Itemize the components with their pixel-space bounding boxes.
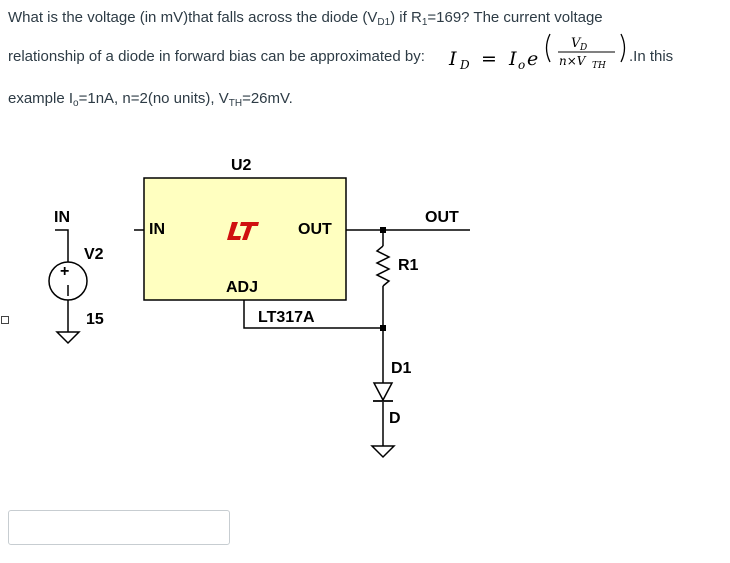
- question-line-1: What is the voltage (in mV)that falls ac…: [8, 9, 603, 28]
- subscript: TH: [228, 98, 243, 109]
- v2-label: V2: [84, 246, 104, 263]
- checkbox[interactable]: [1, 316, 9, 324]
- eq-io: I: [508, 48, 517, 70]
- ground-icon: [55, 331, 81, 345]
- eq-lhs: I: [448, 48, 457, 70]
- diode-model-label: D: [389, 410, 401, 427]
- wire-in-to-v2: [55, 229, 69, 262]
- question-text: ) if R: [390, 9, 422, 26]
- ground-icon: [370, 445, 396, 459]
- lt317a-regulator: [143, 177, 347, 301]
- eq-e: e: [527, 48, 538, 70]
- left-paren: [545, 33, 551, 63]
- eq-exp-num: V: [571, 36, 582, 51]
- subscript: D1: [377, 17, 391, 28]
- eq-lhs-sub: D: [459, 58, 470, 72]
- eq-io-sub: o: [518, 58, 525, 72]
- question-text: example I: [8, 90, 74, 107]
- question-line-3: example Io=1nA, n=2(no units), VTH=26mV.: [8, 90, 293, 109]
- diode-equation: I D = I o e V D n×V TH: [448, 33, 626, 72]
- linear-tech-logo-icon: [227, 222, 259, 240]
- answer-input[interactable]: [8, 510, 230, 545]
- eq-exp-num-sub: D: [579, 43, 587, 53]
- wire-adj-to-node: [243, 300, 383, 329]
- circuit-wires: [55, 229, 470, 446]
- question-line-2-end: .In this: [629, 48, 674, 65]
- subscript: 1: [421, 17, 428, 28]
- v2-value-label: 15: [86, 311, 104, 328]
- eq-equals: =: [481, 48, 497, 70]
- u2-in-pin-label: IN: [149, 221, 165, 238]
- diode-icon: [372, 382, 394, 402]
- u2-out-pin-label: OUT: [298, 221, 332, 238]
- in-net-label: IN: [54, 209, 70, 226]
- question-text: =1nA, n=2(no units), V: [78, 90, 229, 107]
- junction-node: [380, 325, 386, 331]
- subscript: o: [73, 98, 79, 109]
- out-net-label: OUT: [425, 209, 459, 226]
- question-text: What is the voltage (in mV)that falls ac…: [8, 9, 378, 26]
- eq-exp-den: n×V: [559, 54, 587, 68]
- u2-label: U2: [231, 157, 252, 174]
- wire-u2-out: [346, 229, 384, 246]
- r1-label: R1: [398, 257, 419, 274]
- eq-exp-den-sub: TH: [592, 61, 606, 71]
- d1-label: D1: [391, 360, 412, 377]
- question-text: =26mV.: [242, 90, 293, 107]
- question-line-2: relationship of a diode in forward bias …: [8, 48, 425, 65]
- part-number-label: LT317A: [258, 309, 315, 326]
- voltage-source-icon: [48, 261, 88, 301]
- u2-adj-pin-label: ADJ: [226, 279, 258, 296]
- junction-node: [380, 227, 386, 233]
- resistor-icon: [375, 245, 391, 287]
- v2-plus-sign: +: [60, 263, 69, 280]
- question-text: =169? The current voltage: [427, 9, 603, 26]
- right-paren: [620, 33, 626, 63]
